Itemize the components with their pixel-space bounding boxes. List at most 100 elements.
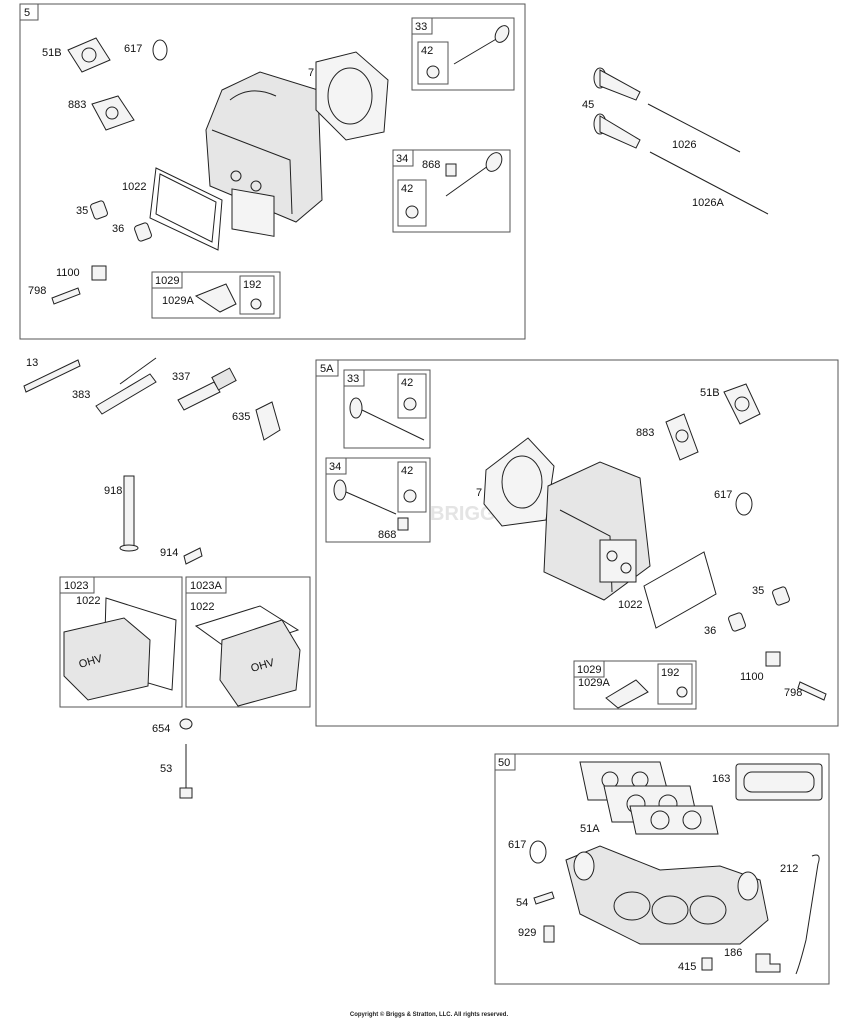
boot-635[interactable] [255,401,281,441]
group-1029-tag: 1029 [155,275,179,287]
group-50-tag: 50 [498,757,510,769]
group-34b-frame [325,457,431,543]
label-1022-d: 1022 [618,599,642,611]
label-7: 7 [308,67,314,79]
group-34-frame [392,149,511,233]
group-33b-frame [343,369,431,449]
group-5a: 5A BRIGGS&STRATTON 33 42 34 42 868 7 [315,359,839,727]
label-635: 635 [232,411,250,423]
plug-415[interactable] [701,957,713,971]
cylinder-head-b[interactable] [543,461,651,601]
label-883-b: 883 [636,427,654,439]
exhaust-valve-34b[interactable] [333,479,397,515]
gasket-883-b[interactable] [665,413,699,461]
retainer-1100[interactable] [91,265,107,281]
group-42-frame [417,41,449,85]
label-163: 163 [712,773,730,785]
bolt-13[interactable] [23,359,81,393]
intake-valve-33[interactable] [453,23,512,65]
head-gasket-7[interactable] [315,51,389,141]
spring-36b[interactable] [728,612,747,632]
intake-valve-33b[interactable] [349,397,425,441]
gasket-51b[interactable] [67,37,111,73]
group-192b-tag: 192 [661,667,679,679]
rocker-cover-1023a[interactable]: OHV [219,619,301,707]
rocker-arm-1029ab[interactable] [605,679,649,709]
label-883: 883 [68,99,86,111]
dipstick-tube-918[interactable] [119,475,139,552]
o-ring-617[interactable] [152,39,168,61]
rocker-arm-1029a[interactable] [194,283,237,313]
screw-54[interactable] [533,891,555,905]
label-51a: 51A [580,823,600,835]
gasket-163[interactable] [735,763,823,801]
label-212: 212 [780,863,798,875]
gasket-51b-b[interactable] [723,383,761,425]
link-212[interactable] [795,854,820,975]
group-42-tag: 42 [421,45,433,57]
rocker-cover-1023[interactable]: OHV [63,617,151,701]
gasket-883[interactable] [91,95,135,131]
group-5a-tag: 5A [320,363,334,375]
group-1023-frame [59,576,183,708]
intake-gaskets-51a[interactable] [579,761,719,835]
head-gasket-7b[interactable] [483,437,555,527]
o-ring-617b[interactable] [735,492,753,516]
group-50: 50 51A 163 617 2 [494,753,830,985]
rocker-cover-gasket-1022[interactable] [149,167,223,251]
label-53: 53 [160,763,172,775]
valve-45[interactable] [593,67,641,149]
breather-tube-383[interactable] [95,357,157,415]
valve-seal-868b[interactable] [397,517,409,531]
valve-keeper-42b[interactable] [405,205,419,219]
label-654: 654 [152,723,170,735]
copyright-footer: Copyright © Briggs & Stratton, LLC. All … [349,1012,509,1018]
nut-192[interactable] [250,298,262,310]
label-1022: 1022 [122,181,146,193]
label-798: 798 [28,285,46,297]
label-383: 383 [72,389,90,401]
screw-929[interactable] [543,925,555,943]
group-50-frame [494,753,830,985]
screw-798b[interactable] [797,681,827,701]
washer-654[interactable] [179,718,193,730]
valve-seal-868[interactable] [445,163,457,177]
group-42d-tag: 42 [401,465,413,477]
valve-and-pushrod-set: 45 1026 1026A [582,67,769,215]
valve-keeper-42c[interactable] [403,397,417,411]
pushrod-1026[interactable] [647,103,741,153]
group-1023: 1023 1022 OHV [59,576,183,708]
label-918: 918 [104,485,122,497]
label-13: 13 [26,357,38,369]
valve-keeper-42[interactable] [426,65,440,79]
nut-192b[interactable] [676,686,688,698]
o-ring-617c[interactable] [529,840,547,864]
label-1026: 1026 [672,139,696,151]
spring-35[interactable] [90,200,109,220]
rocker-cover-gasket-1022d[interactable] [643,551,717,629]
label-35: 35 [76,205,88,217]
retainer-1100b[interactable] [765,651,781,667]
group-5a-frame [315,359,839,727]
label-617-c: 617 [508,839,526,851]
valve-keeper-42d[interactable] [403,489,417,503]
screw-914[interactable] [183,547,203,565]
label-45: 45 [582,99,594,111]
spring-35b[interactable] [772,586,791,606]
stud-53[interactable] [179,744,193,799]
cylinder-head[interactable] [205,71,323,237]
label-868: 868 [422,159,440,171]
intake-manifold[interactable] [565,845,769,945]
screw-798[interactable] [51,287,81,305]
group-1029-frame [151,271,281,319]
group-42d-frame [397,461,427,513]
group-5-tag-text: 5 [24,7,30,19]
label-51b: 51B [42,47,62,59]
pushrod-1026a[interactable] [649,151,769,215]
fitting-186[interactable] [755,953,781,973]
label-1100: 1100 [56,267,80,279]
spark-plug-337[interactable] [177,367,237,411]
gasket-1022-c[interactable] [194,605,300,653]
spring-36[interactable] [134,222,153,242]
exhaust-valve-34[interactable] [445,150,505,197]
